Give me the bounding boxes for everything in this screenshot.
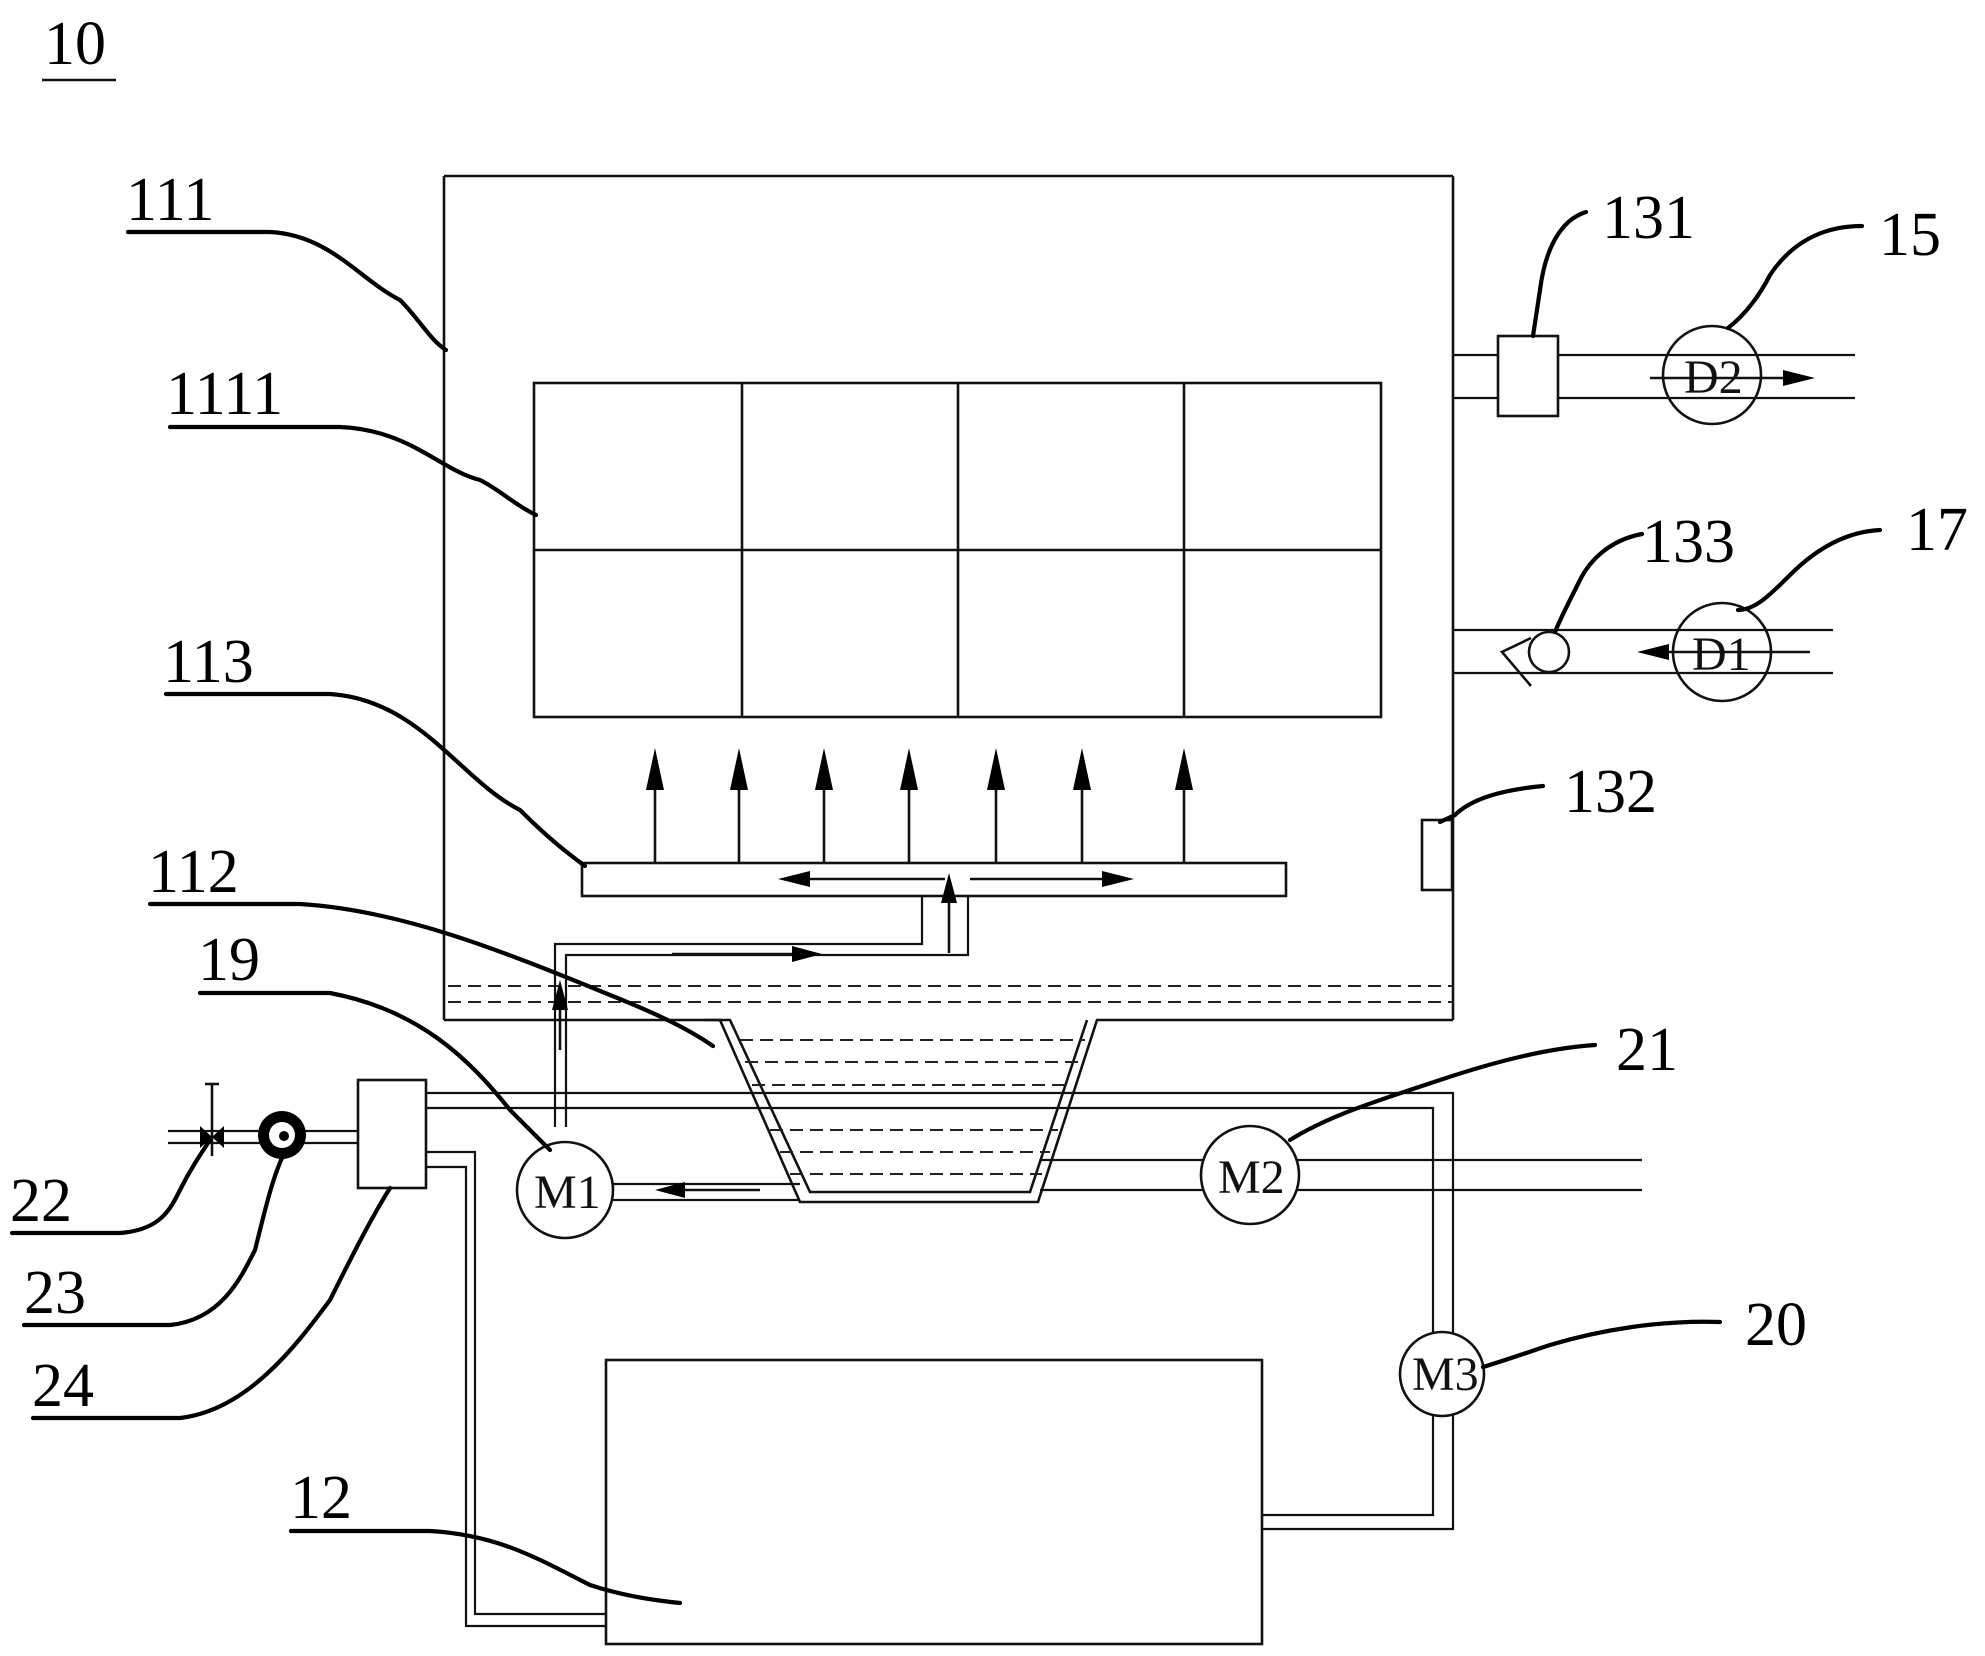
figure-number: 10 [44, 10, 106, 78]
outlet-line [1040, 1158, 1642, 1192]
d2-circle [1661, 324, 1763, 426]
label-133: 133 [1642, 508, 1735, 576]
return-line [426, 1091, 1455, 1531]
d1-label: D1 [1692, 628, 1751, 681]
label-111: 111 [126, 166, 214, 234]
reference-numerals: 111 1111 113 112 19 22 23 24 12 131 15 1… [10, 166, 1968, 1532]
sump-basin-112 [692, 1018, 1134, 1204]
leader-15 [1725, 223, 1865, 331]
label-21: 21 [1616, 1016, 1678, 1084]
label-23: 23 [24, 1259, 86, 1327]
arrow-d2-head [1783, 370, 1815, 386]
label-24: 24 [32, 1352, 94, 1420]
tank-12 [604, 1358, 1264, 1646]
sensor-132 [1420, 818, 1454, 892]
leader-131 [1530, 209, 1589, 339]
tank-feed-line [426, 1150, 606, 1628]
label-22: 22 [10, 1167, 72, 1235]
spray-arrow [815, 748, 833, 862]
spray-bar-arrows [778, 871, 1134, 887]
leader-20 [1480, 1319, 1723, 1370]
leader-132 [1437, 783, 1546, 825]
m1-label: M1 [534, 1166, 601, 1219]
valve-22 [200, 1082, 224, 1156]
m2-label: M2 [1218, 1151, 1285, 1204]
leader-1111 [167, 424, 539, 518]
label-12: 12 [290, 1464, 352, 1532]
leader-23 [21, 1155, 285, 1328]
check-valve-133 [1499, 630, 1571, 687]
leader-24 [30, 1185, 393, 1421]
d1-circle [1671, 601, 1773, 703]
leader-19 [197, 990, 553, 1153]
leader-112 [147, 901, 716, 1049]
leader-133 [1552, 531, 1645, 635]
grid-1111 [532, 381, 1383, 719]
water-level-dashes [448, 985, 1452, 1003]
spray-arrow [1073, 748, 1091, 862]
leader-12 [288, 1528, 683, 1606]
label-131: 131 [1602, 184, 1695, 252]
inlet-pipe-lower [1453, 628, 1833, 675]
leader-113 [163, 691, 588, 869]
upward-arrows [646, 748, 1193, 862]
spray-arrow [1175, 748, 1193, 862]
leader-21 [1287, 1042, 1598, 1143]
pump-m2 [1199, 1124, 1301, 1226]
leader-17 [1735, 527, 1883, 613]
label-113: 113 [163, 628, 254, 696]
spray-arrow [730, 748, 748, 862]
label-17: 17 [1906, 496, 1968, 564]
component-131 [1496, 334, 1560, 418]
pump-m3 [1398, 1330, 1486, 1418]
label-112: 112 [148, 838, 239, 906]
supply-pipe [552, 873, 970, 1127]
label-15: 15 [1879, 201, 1941, 269]
m3-label: M3 [1412, 1348, 1479, 1401]
pump-m1 [515, 1140, 615, 1240]
spray-bar-113 [580, 861, 1288, 898]
spray-arrow [900, 748, 918, 862]
arrow-d1-head [1637, 644, 1669, 660]
label-1111: 1111 [166, 360, 283, 428]
leader-111 [125, 229, 449, 353]
flow-element-23 [258, 1111, 306, 1159]
label-20: 20 [1745, 1291, 1807, 1359]
label-19: 19 [198, 926, 260, 994]
box-24 [356, 1078, 428, 1190]
spray-arrow [987, 748, 1005, 862]
spray-arrow [646, 748, 664, 862]
d2-label: D2 [1684, 351, 1743, 404]
label-132: 132 [1564, 758, 1657, 826]
leader-22 [9, 1137, 213, 1236]
drain-line [605, 1182, 800, 1202]
leader-lines [9, 209, 1883, 1606]
